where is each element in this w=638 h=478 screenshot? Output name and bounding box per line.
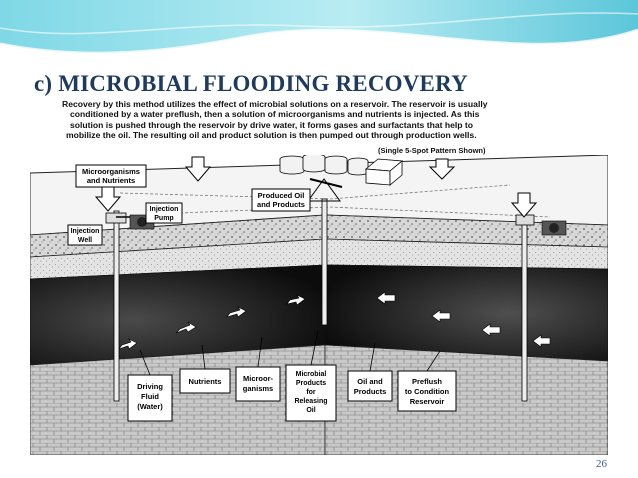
- header-banner: [0, 0, 638, 55]
- zone-label-line: Products: [354, 387, 387, 396]
- injection-arrows: [94, 156, 538, 218]
- surface-label-line: and Products: [257, 200, 305, 209]
- zone-label-line: for: [306, 389, 316, 396]
- surface-label-line: Microorganisms: [82, 167, 140, 176]
- surface-label-line: Produced Oil: [258, 191, 305, 200]
- zone-label-driving-fluid: Driving Fluid (Water): [127, 374, 173, 422]
- surface-label-line: Injection: [71, 228, 100, 235]
- surface-label-line: and Nutrients: [87, 176, 135, 185]
- right-strata: [324, 214, 608, 455]
- surface-label-injection-well: Injection Well: [67, 224, 103, 246]
- surface-label-produced-oil: Produced Oil and Products: [251, 188, 311, 212]
- storage-tanks: [279, 155, 369, 176]
- zone-label-microbial-products: Microbial Products for Releasing Oil: [285, 364, 337, 422]
- leader-lines: [139, 330, 441, 376]
- intro-line: Recovery by this method utilizes the eff…: [62, 99, 488, 109]
- surface-label-line: Well: [78, 237, 92, 244]
- intro-paragraph: Recovery by this method utilizes the eff…: [62, 99, 582, 141]
- zone-label-line: Releasing: [294, 398, 327, 405]
- zone-label-oil-products: Oil and Products: [347, 370, 393, 402]
- zone-label-line: Oil and: [357, 377, 383, 386]
- zone-label-line: Oil: [306, 407, 315, 414]
- flow-arrows: [118, 291, 551, 350]
- surface-label-microorganisms: Microorganisms and Nutrients: [75, 164, 147, 188]
- zone-label-line: Preflush: [412, 377, 442, 386]
- zone-label-microorganisms: Microor- ganisms: [235, 366, 281, 402]
- slide-title: c) MICROBIAL FLOODING RECOVERY: [34, 71, 468, 96]
- building: [364, 158, 404, 186]
- surface-label-line: Pump: [154, 215, 173, 222]
- left-strata: [30, 214, 326, 455]
- zone-label-nutrients: Nutrients: [179, 368, 231, 394]
- zone-label-line: Microbial: [296, 371, 327, 378]
- surface-label-line: Injection: [150, 206, 179, 213]
- surface-label-injection-pump: Injection Pump: [145, 202, 183, 224]
- page-number: 26: [596, 458, 607, 470]
- center-production-well: [307, 178, 343, 326]
- zone-label-line: (Water): [137, 402, 163, 411]
- zone-label-preflush: Preflush to Condition Reservoir: [397, 370, 457, 412]
- intro-line: mobilize the oil. The resulting oil and …: [66, 130, 477, 141]
- zone-label-line: Nutrients: [189, 377, 222, 386]
- zone-label-line: ganisms: [243, 384, 273, 393]
- zone-label-line: Microor-: [243, 374, 274, 383]
- pattern-note: (Single 5-Spot Pattern Shown): [378, 146, 486, 155]
- zone-label-line: Fluid: [141, 392, 159, 401]
- zone-label-line: Reservoir: [410, 397, 445, 406]
- zone-label-line: Products: [296, 380, 326, 387]
- intro-line: solution is pushed through the reservoir…: [70, 119, 474, 130]
- zone-label-line: to Condition: [405, 387, 450, 396]
- microbial-flooding-diagram: Microorganisms and Nutrients Injection P…: [30, 155, 608, 455]
- zone-label-line: Driving: [137, 382, 163, 391]
- intro-line: conditioned by a water preflush, then a …: [70, 109, 480, 120]
